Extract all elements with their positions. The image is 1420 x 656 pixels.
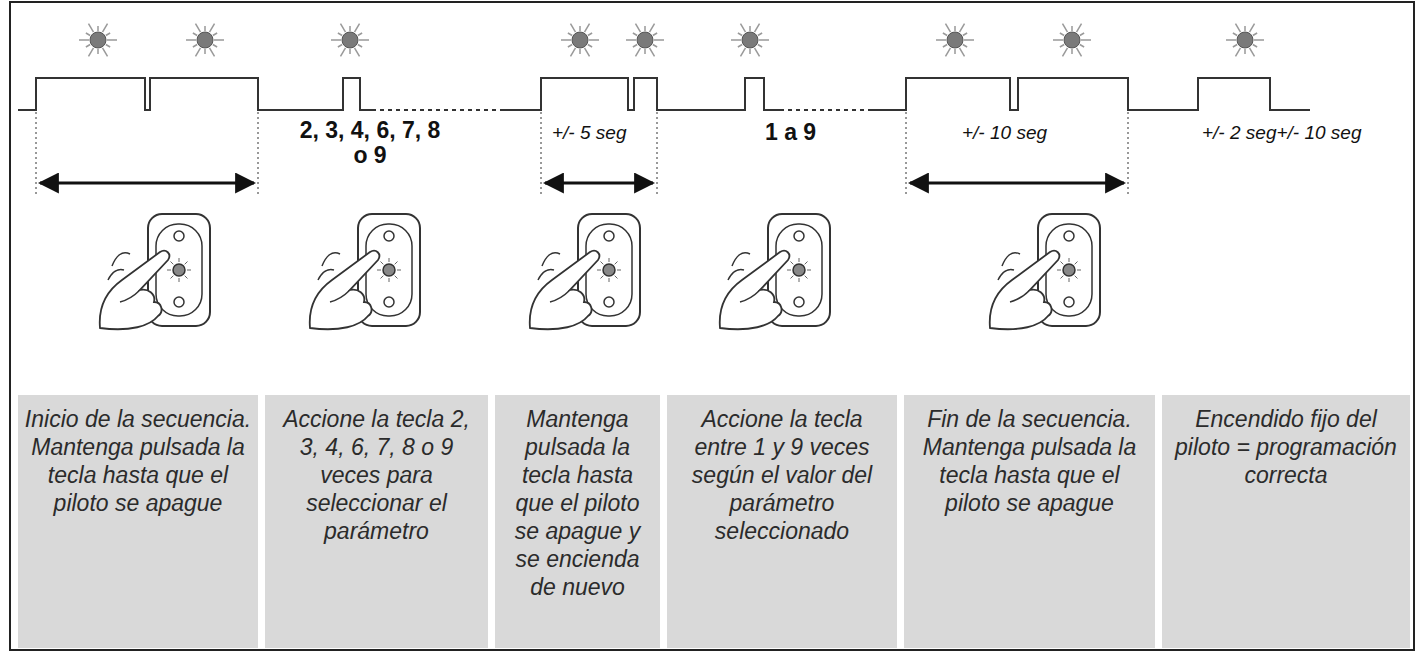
hand-remote-icons bbox=[100, 214, 1100, 329]
band-ground bbox=[11, 392, 1413, 649]
signal-wave bbox=[18, 78, 1310, 110]
led-icon bbox=[626, 24, 664, 57]
duration-label: +/- 5 seg bbox=[550, 122, 628, 144]
step-text: Fin de la secuencia. Mantenga pulsada la… bbox=[910, 405, 1149, 517]
guide-lines bbox=[36, 112, 1128, 195]
hand-remote-icon bbox=[530, 214, 640, 329]
step-text: Accione la tecla 2, 3, 4, 6, 7, 8 o 9 ve… bbox=[271, 405, 482, 545]
duration-arrows bbox=[40, 182, 1124, 185]
led-icons bbox=[79, 24, 1264, 57]
hand-remote-icon bbox=[720, 214, 830, 329]
led-icon bbox=[936, 24, 974, 57]
step-text: Encendido fijo del piloto = programación… bbox=[1168, 405, 1404, 489]
step-text: Mantenga pulsada la tecla hasta que el p… bbox=[501, 405, 654, 601]
led-icon bbox=[79, 24, 117, 57]
step-cell: Encendido fijo del piloto = programación… bbox=[1162, 395, 1410, 648]
led-icon bbox=[731, 24, 769, 57]
led-icon bbox=[1053, 24, 1091, 57]
step-cell: Accione la tecla 2, 3, 4, 6, 7, 8 o 9 ve… bbox=[265, 395, 488, 648]
step-text: Accione la tecla entre 1 y 9 veces según… bbox=[673, 405, 891, 545]
count-label: 2, 3, 4, 6, 7, 8 o 9 bbox=[290, 118, 450, 169]
led-icon bbox=[186, 24, 224, 57]
step-cell: Mantenga pulsada la tecla hasta que el p… bbox=[495, 395, 660, 648]
hand-remote-icon bbox=[990, 214, 1100, 329]
outer-frame bbox=[10, 2, 1414, 650]
count-label: 1 a 9 bbox=[765, 120, 816, 145]
hand-remote-icon bbox=[100, 214, 210, 329]
duration-label: +/- 2 seg+/- 10 seg bbox=[1200, 122, 1364, 144]
led-icon bbox=[561, 24, 599, 57]
step-cell: Fin de la secuencia. Mantenga pulsada la… bbox=[904, 395, 1155, 648]
step-cell: Accione la tecla entre 1 y 9 veces según… bbox=[667, 395, 897, 648]
led-icon bbox=[331, 24, 369, 57]
step-text: Inicio de la secuencia. Mantenga pulsada… bbox=[24, 405, 252, 517]
hand-remote-icon bbox=[310, 214, 420, 329]
duration-label: +/- 10 seg bbox=[960, 122, 1049, 144]
led-icon bbox=[1226, 24, 1264, 57]
step-cell: Inicio de la secuencia. Mantenga pulsada… bbox=[18, 395, 258, 648]
